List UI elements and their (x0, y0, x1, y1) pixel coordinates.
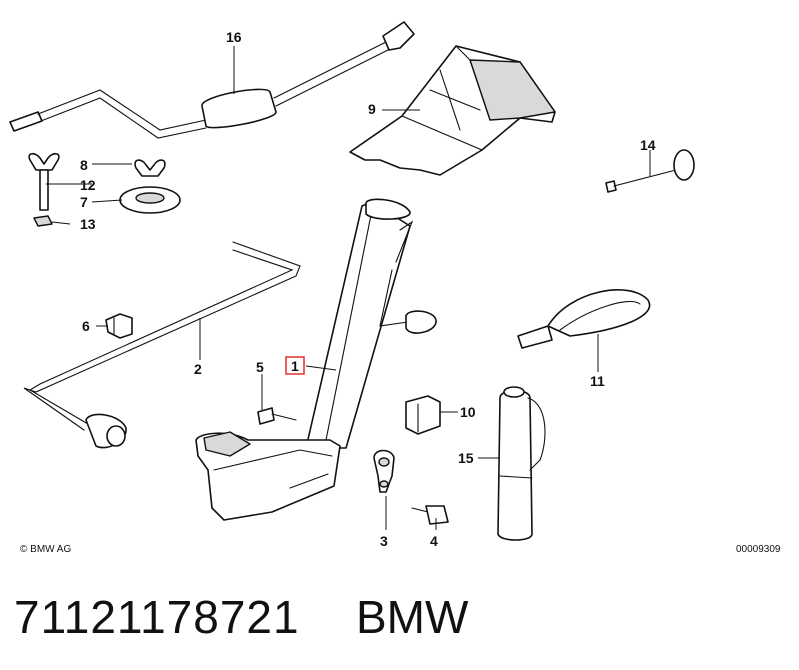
part-14-pin (605, 149, 695, 193)
part-5-screw (257, 407, 297, 425)
drawing-code: 00009309 (736, 544, 781, 555)
part-number: 71121178721 (14, 591, 300, 643)
label-1-highlight-box (285, 356, 305, 375)
brand-name: BMW (356, 591, 469, 643)
label-9: 9 (368, 101, 376, 117)
label-4: 4 (430, 533, 438, 549)
label-6: 6 (82, 318, 90, 334)
parts-diagram: 16 9 14 8 12 7 13 6 2 5 1 10 11 15 3 4 ©… (9, 21, 781, 555)
part-10-clip (405, 395, 441, 435)
leader-lines (46, 46, 651, 530)
copyright-text: © BMW AG (20, 544, 71, 555)
part-13-nut (33, 215, 53, 227)
part-7-washer (119, 186, 181, 214)
part-3-bracket (373, 449, 395, 493)
label-11: 11 (590, 373, 605, 389)
part-2-wheel-brace (23, 241, 301, 449)
label-14: 14 (640, 137, 656, 153)
part-16-crank-handle (9, 21, 415, 139)
label-16: 16 (226, 29, 242, 45)
part-6-clip (105, 313, 133, 339)
part-11-hose (517, 289, 651, 349)
part-15-canister (497, 386, 546, 541)
label-3: 3 (380, 533, 388, 549)
label-10: 10 (460, 404, 476, 420)
part-1-jack (195, 198, 437, 521)
label-15: 15 (458, 450, 474, 466)
label-7: 7 (80, 194, 88, 210)
part-12-bolt (28, 152, 60, 211)
label-8: 8 (80, 157, 88, 173)
part-8-wing-nut (134, 159, 166, 177)
label-13: 13 (80, 216, 96, 232)
part-9-wheel-chock (349, 45, 556, 176)
part-4-screw (411, 505, 449, 525)
label-2: 2 (194, 361, 202, 377)
label-12: 12 (80, 177, 96, 193)
label-1: 1 (291, 358, 299, 374)
label-5: 5 (256, 359, 264, 375)
